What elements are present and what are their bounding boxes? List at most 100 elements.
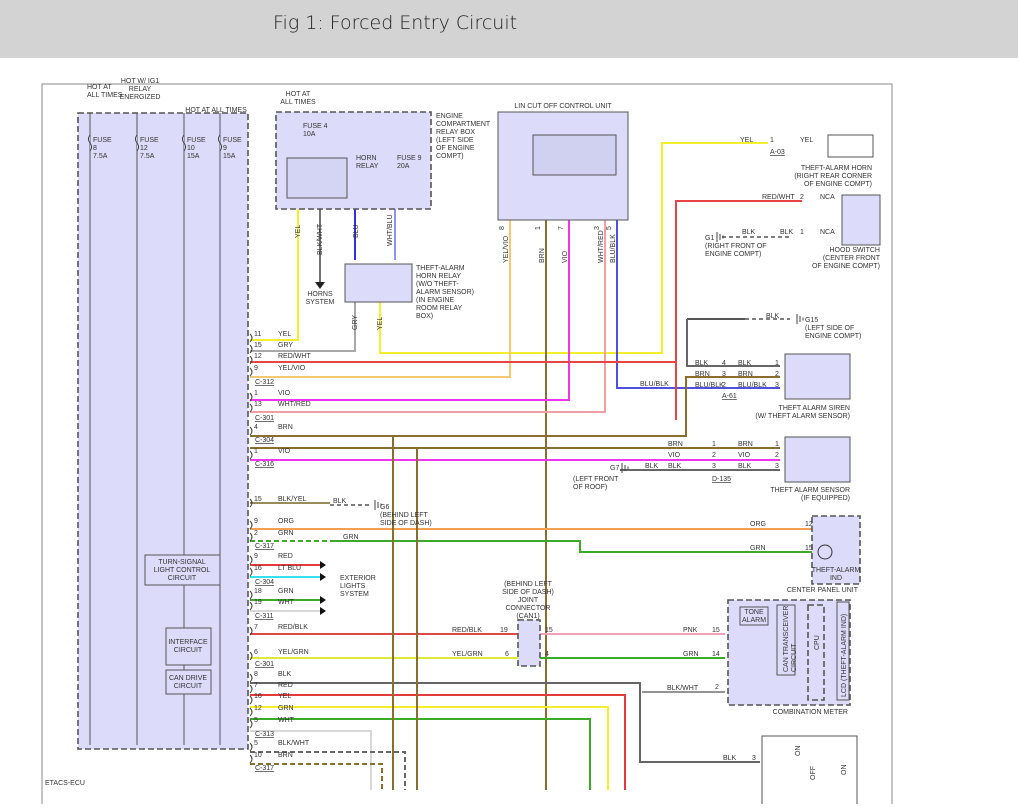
horn-relay: [286, 157, 348, 199]
ground-icon: [796, 314, 804, 324]
fuse-label: FUSE: [223, 137, 242, 144]
wire-yel-horn: [250, 198, 299, 341]
wire-label: BLK: [668, 463, 682, 470]
wire-label: GRY: [278, 342, 293, 349]
can-transceiver-label: CAN TRANSCEIVERCIRCUIT: [783, 606, 798, 672]
connector-symbol: [249, 695, 253, 705]
connector-symbol: [249, 392, 253, 402]
wire-label: YEL: [800, 137, 813, 144]
pin-number: 1: [775, 360, 779, 367]
wire-label: ORG: [278, 518, 294, 525]
connector-symbol: [249, 532, 253, 542]
connector-symbol: [249, 742, 253, 752]
wire-wht-red: [250, 220, 606, 413]
wire-label: BLK/WHT: [667, 685, 699, 692]
lin-relay-inner: [532, 134, 617, 176]
pin-number: 9: [254, 553, 258, 560]
fuse-label: FUSE: [93, 137, 112, 144]
theft-horn-relay: [344, 263, 413, 303]
arrow-down-icon: [315, 282, 325, 289]
pin-number: 2: [712, 452, 716, 459]
connector-symbol: [249, 651, 253, 661]
fuse-label: FUSE: [140, 137, 159, 144]
ground-id: G1: [705, 235, 714, 242]
pin-number: 3: [752, 755, 756, 762]
ground-id: G7: [610, 465, 619, 472]
arrow-right-icon: [320, 596, 326, 604]
wire-label: BLK: [723, 755, 737, 762]
theft-alarm-siren: [784, 353, 851, 400]
wire-label: YEL: [278, 693, 291, 700]
wire-label: RED/BLK: [452, 627, 482, 634]
connector-symbol: [249, 426, 253, 436]
pin-number: 2: [715, 684, 719, 691]
ground-icon: [716, 232, 724, 242]
pin-number: 6: [254, 649, 258, 656]
pin-number: 1: [712, 441, 716, 448]
lcd-label: LCD (THEFT-ALARM IND): [841, 614, 848, 697]
pin-number: 5: [254, 717, 258, 724]
etacs-ecu-box: [77, 112, 249, 750]
connector-symbol: [249, 367, 253, 377]
pin-number: 18: [254, 588, 262, 595]
pin-number: 5: [606, 226, 613, 230]
wire-blk-wht-bottom: [250, 751, 406, 790]
pin-number: 15: [545, 627, 553, 634]
pin-number: 16: [254, 693, 262, 700]
wire-label: GRY: [352, 315, 359, 330]
connector-id: C-311: [255, 613, 274, 620]
turn-signal-circuit: [144, 554, 221, 586]
pin-number: 8: [254, 671, 258, 678]
wire-label: GRN: [683, 651, 699, 658]
pin-number: 13: [254, 401, 262, 408]
pin-number: 7: [558, 226, 565, 230]
pin-number: 19: [500, 627, 508, 634]
joint-connector-can1: [517, 619, 541, 667]
wire-label: BLU/BLK: [695, 382, 724, 389]
wire-label: YEL: [740, 137, 753, 144]
connector-id: D-135: [712, 476, 731, 483]
connector-symbol: [249, 555, 253, 565]
connector-symbol: [249, 626, 253, 636]
pin-number: 3: [712, 463, 716, 470]
connector-id: C-304: [255, 579, 274, 586]
connector-symbol: [249, 567, 253, 577]
wire-label: BLK: [738, 463, 752, 470]
connector-symbol: [249, 684, 253, 694]
wire-label: BRN: [738, 371, 753, 378]
wires-layer: [250, 112, 812, 790]
fuse-icon: [182, 134, 186, 152]
connector-id: A-61: [722, 393, 737, 400]
wire-brn-bottom: [250, 763, 383, 790]
connector-symbol: [249, 520, 253, 530]
wire-label: YEL/VIO: [278, 365, 306, 372]
pin-number: 9: [254, 365, 258, 372]
wire-label: VIO: [278, 390, 291, 397]
pin-number: 19: [254, 599, 262, 606]
wire-label: YEL: [377, 317, 384, 330]
wire-label: LT BLU: [278, 565, 301, 572]
wire-label: BLK/YEL: [278, 496, 307, 503]
siren-label: THEFT ALARM SIREN(W/ THEFT ALARM SENSOR): [755, 405, 850, 420]
power-label-hot-at-all-times-2: HOT AT ALL TIMES: [185, 107, 247, 114]
wire-label: BRN: [668, 441, 683, 448]
can-drive-circuit: [165, 669, 212, 695]
connector-symbol: [249, 590, 253, 600]
wire-label: GRN: [278, 588, 294, 595]
pin-number: 2: [800, 194, 804, 201]
wire-label: RED: [278, 553, 293, 560]
